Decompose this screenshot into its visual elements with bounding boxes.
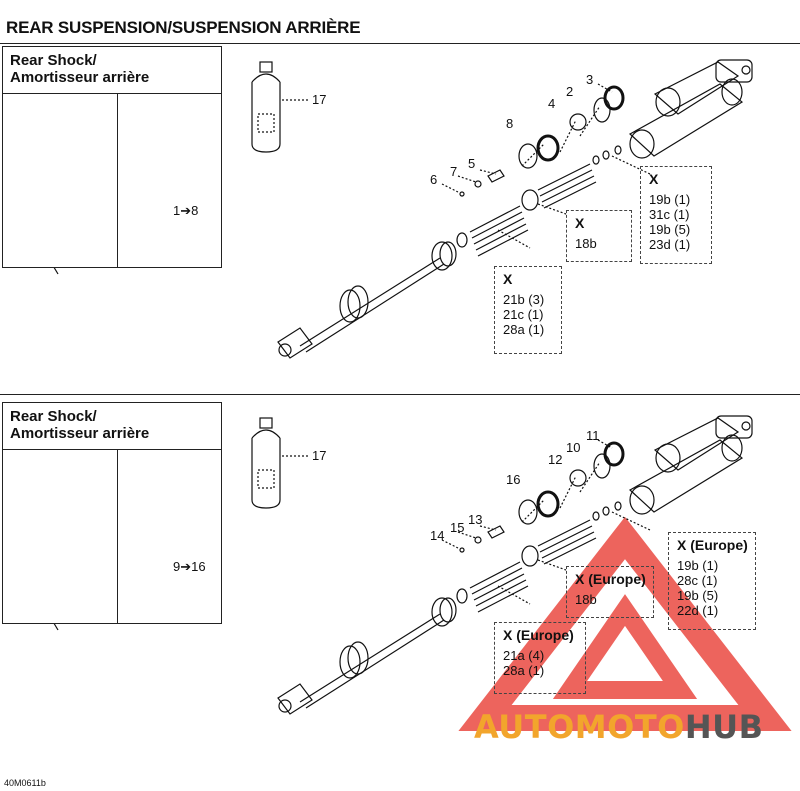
watermark-part1: AUTOMOTO: [474, 708, 685, 746]
parts-box-3-line: 28a (1): [503, 322, 545, 337]
parts-box-3-header: X (Europe): [503, 627, 574, 643]
inset-range-label: 9➔16: [173, 559, 206, 574]
callout-c: 12: [548, 452, 563, 467]
callout-g: 6: [430, 172, 438, 187]
parts-box-3-header: X: [503, 271, 513, 287]
panel-top: Rear Shock/ Amortisseur arrière 1➔8 17 3…: [0, 44, 800, 419]
callout-b: 2: [566, 84, 574, 99]
parts-box-3-line: 21b (3): [503, 292, 545, 307]
inset-heading: Rear Shock/ Amortisseur arrière: [3, 47, 221, 94]
callout-17: 17: [312, 92, 327, 107]
inset-divider: [117, 449, 118, 623]
parts-box-3-line: 28a (1): [503, 663, 545, 678]
parts-box-1-line: 19b (1): [649, 192, 691, 207]
leader-lines: [441, 83, 651, 249]
callout-g: 14: [430, 528, 445, 543]
shock-assembly-icon: [277, 59, 753, 359]
inset-box: Rear Shock/ Amortisseur arrière 9➔16: [2, 402, 222, 624]
oil-bottle-icon: [251, 417, 308, 509]
parts-box-2: X 18b: [566, 210, 632, 262]
callout-d: 8: [506, 116, 514, 131]
panel-bottom: Rear Shock/ Amortisseur arrière 9➔16 17 …: [0, 400, 800, 775]
parts-box-3: X (Europe) 21a (4) 28a (1): [494, 622, 586, 694]
parts-box-1-line: 31c (1): [649, 207, 690, 222]
callout-b: 10: [566, 440, 581, 455]
parts-box-2-line: 18b: [575, 236, 597, 251]
watermark-part2: HUB: [684, 708, 764, 746]
parts-box-3-line: 21a (4): [503, 648, 545, 663]
top-divider: [0, 43, 800, 44]
callout-17: 17: [312, 448, 327, 463]
inset-title-line1: Rear Shock/: [10, 52, 97, 69]
parts-box-1-line: 19b (1): [677, 558, 719, 573]
parts-box-1-line: 19b (5): [649, 222, 691, 237]
watermark-logo: AUTOMOTOHUB: [474, 708, 764, 746]
inset-box: Rear Shock/ Amortisseur arrière 1➔8: [2, 46, 222, 268]
parts-box-1: X 19b (1) 31c (1) 19b (5) 23d (1): [640, 166, 712, 264]
inset-divider: [117, 93, 118, 267]
inset-heading: Rear Shock/ Amortisseur arrière: [3, 403, 221, 450]
callout-f: 7: [450, 164, 458, 179]
inset-title-line2: Amortisseur arrière: [10, 69, 150, 86]
parts-box-1-line: 19b (5): [677, 588, 719, 603]
callout-e: 5: [468, 156, 476, 171]
parts-box-2-header: X (Europe): [575, 571, 646, 587]
inset-title-line2: Amortisseur arrière: [10, 425, 150, 442]
parts-box-1-header: X (Europe): [677, 537, 748, 553]
inset-range-label: 1➔8: [173, 203, 199, 218]
parts-box-3-line: 21c (1): [503, 307, 544, 322]
parts-box-2: X (Europe) 18b: [566, 566, 654, 618]
oil-bottle-icon: [251, 61, 308, 153]
middle-divider: [0, 394, 800, 395]
callout-e: 13: [468, 512, 483, 527]
parts-box-1-line: 22d (1): [677, 603, 719, 618]
parts-box-2-header: X: [575, 215, 585, 231]
parts-box-1-line: 23d (1): [649, 237, 691, 252]
callout-c: 4: [548, 96, 556, 111]
inset-title-line1: Rear Shock/: [10, 408, 97, 425]
callout-a: 11: [586, 428, 600, 443]
parts-box-1: X (Europe) 19b (1) 28c (1) 19b (5) 22d (…: [668, 532, 756, 630]
parts-box-1-line: 28c (1): [677, 573, 718, 588]
parts-box-2-line: 18b: [575, 592, 597, 607]
callout-f: 15: [450, 520, 465, 535]
callout-d: 16: [506, 472, 521, 487]
leader-lines: [441, 439, 651, 605]
page-title: REAR SUSPENSION/SUSPENSION ARRIÈRE: [6, 18, 361, 37]
figure-code: 40M0611b: [4, 778, 46, 788]
parts-box-1-header: X: [649, 171, 659, 187]
parts-box-3: X 21b (3) 21c (1) 28a (1): [494, 266, 562, 354]
callout-a: 3: [586, 72, 594, 87]
